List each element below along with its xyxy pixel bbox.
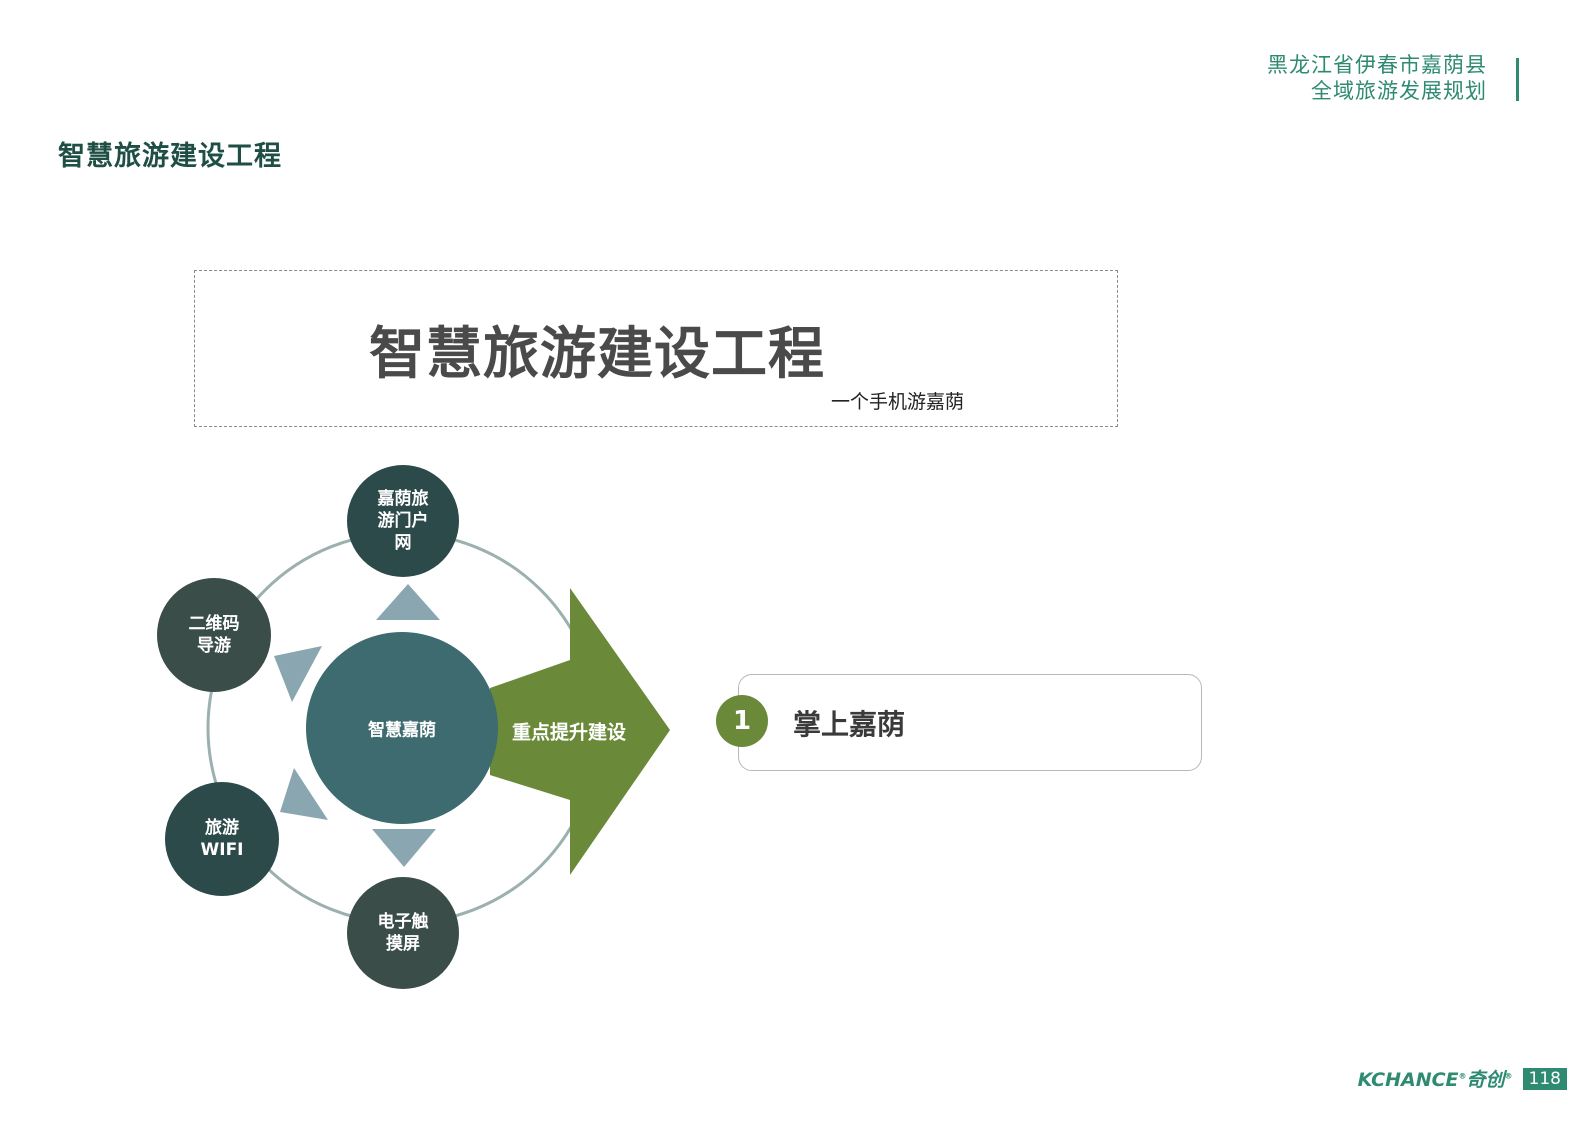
arrow-label: 重点提升建设	[512, 721, 627, 744]
node-portal-line: 嘉荫旅	[377, 489, 429, 509]
node-wifi-line: 旅游	[204, 818, 239, 838]
node-portal	[347, 465, 459, 577]
node-touch-line: 电子触	[377, 912, 429, 932]
node-qr-label: 二维码 导游	[189, 613, 240, 657]
node-qr-line: 导游	[197, 636, 231, 656]
page-title: 智慧旅游建设工程	[58, 141, 282, 172]
node-portal-line: 游门户	[377, 511, 429, 531]
brand-logo: KCHANCE®奇创®	[1357, 1069, 1513, 1091]
list-item-number-badge: 1	[716, 695, 768, 747]
page-number: 118	[1522, 1067, 1567, 1090]
triangle-up	[376, 584, 440, 620]
diagram-arrow	[490, 588, 670, 875]
title-box: 智慧旅游建设工程 一个手机游嘉荫	[194, 270, 1118, 427]
node-touch-line: 摸屏	[386, 934, 420, 954]
center-circle	[306, 632, 498, 824]
triangle-upper-left	[274, 646, 322, 702]
title-box-heading: 智慧旅游建设工程	[369, 322, 825, 387]
title-box-subtitle: 一个手机游嘉荫	[831, 391, 965, 413]
triangle-lower-left	[280, 768, 328, 820]
node-portal-line: 网	[394, 533, 412, 553]
footer: KCHANCE®奇创® 118	[1358, 1065, 1567, 1092]
node-portal-label: 嘉荫旅 游门户 网	[378, 488, 429, 554]
header-org-title: 黑龙江省伊春市嘉荫县 全域旅游发展规划	[1267, 52, 1487, 104]
node-wifi-line: WIFI	[200, 840, 244, 860]
node-wifi-label: 旅游 WIFI	[200, 817, 243, 861]
header-org-line2: 全域旅游发展规划	[1311, 79, 1487, 103]
triangle-down	[372, 829, 436, 867]
node-wifi	[165, 782, 279, 896]
node-touch	[347, 877, 459, 989]
center-label: 智慧嘉荫	[368, 720, 436, 741]
header-org-line1: 黑龙江省伊春市嘉荫县	[1267, 53, 1487, 77]
brand-name-cn: 奇创	[1466, 1069, 1505, 1091]
list-item-label: 掌上嘉荫	[793, 708, 906, 741]
header-divider	[1516, 58, 1519, 101]
node-qr-line: 二维码	[188, 614, 240, 634]
brand-name: KCHANCE	[1357, 1069, 1459, 1091]
node-touch-label: 电子触 摸屏	[378, 911, 429, 955]
node-qr	[157, 578, 271, 692]
